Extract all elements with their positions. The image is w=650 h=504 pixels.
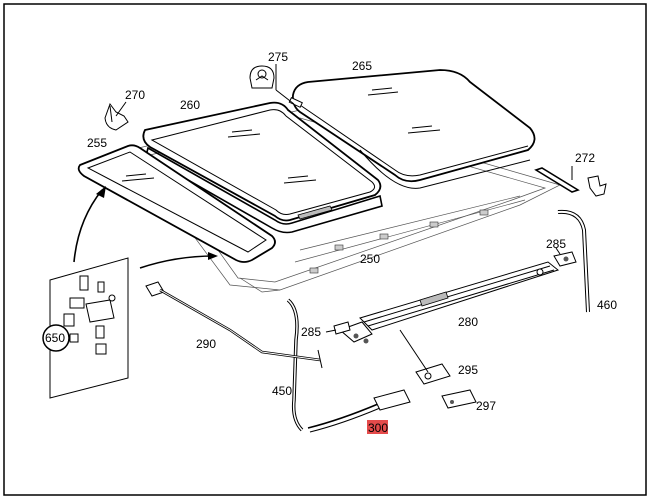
callout-260[interactable]: 260 [180, 98, 200, 112]
deflector-255 [77, 144, 276, 263]
callout-450[interactable]: 450 [272, 384, 292, 398]
callout-250[interactable]: 250 [360, 252, 380, 266]
cable-290 [145, 281, 323, 369]
callouts: 275 265 270 260 255 272 285 250 460 280 … [45, 50, 617, 435]
roof-frame-250 [129, 109, 561, 293]
callout-295[interactable]: 295 [458, 363, 478, 377]
leader-lines [115, 64, 573, 333]
callout-300[interactable]: 300 [368, 421, 388, 435]
highlight-300 [367, 420, 388, 434]
bracket-297 [441, 389, 477, 409]
bracket-270 [104, 102, 129, 131]
diagram-border [3, 3, 647, 496]
glass-panel-260 [142, 101, 383, 234]
hose-450 [286, 298, 304, 432]
callout-265[interactable]: 265 [352, 59, 372, 73]
callout-285-lower[interactable]: 285 [301, 325, 321, 339]
callout-297[interactable]: 297 [476, 399, 496, 413]
callout-272[interactable]: 272 [575, 151, 595, 165]
callout-285-top[interactable]: 285 [546, 237, 566, 251]
callout-255[interactable]: 255 [87, 136, 107, 150]
guide-rail-280 [339, 261, 560, 344]
callout-275[interactable]: 275 [268, 50, 288, 64]
callout-650[interactable]: 650 [45, 331, 65, 345]
cable-300 [307, 389, 411, 433]
callout-270[interactable]: 270 [125, 88, 145, 102]
drain-hose-460 [557, 209, 590, 313]
callout-290[interactable]: 290 [196, 337, 216, 351]
callout-280[interactable]: 280 [458, 315, 478, 329]
callout-460[interactable]: 460 [597, 298, 617, 312]
seal-272 [534, 167, 607, 197]
glass-panel-265 [291, 69, 536, 189]
clip-285-lower [333, 321, 351, 335]
clip-275 [249, 65, 303, 108]
bracket-295 [399, 329, 451, 385]
bracket-285-top [553, 251, 577, 267]
hardware-kit-650 [42, 257, 129, 399]
pointer-arrows [73, 186, 218, 269]
